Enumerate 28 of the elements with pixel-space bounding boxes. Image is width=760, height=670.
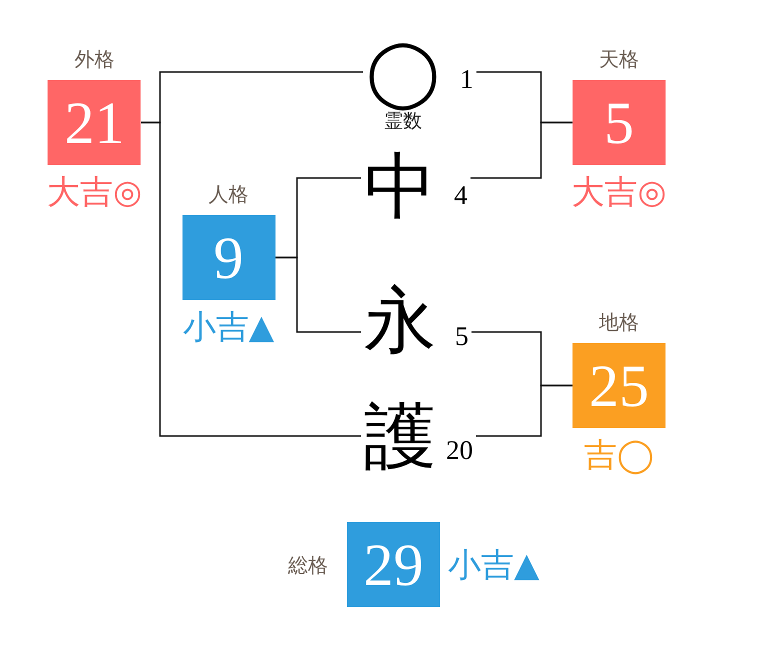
connector-line — [275, 256, 361, 333]
fortune-rating: 大吉◎ — [47, 173, 142, 211]
fortune-rating: 小吉▲ — [448, 546, 540, 584]
placeholder-character: ◯ — [366, 34, 440, 110]
stroke-count: 4 — [454, 180, 468, 210]
category-label: 天格 — [599, 47, 639, 71]
score-box: 29 — [347, 522, 440, 607]
name-character: 中 — [364, 148, 436, 224]
fortune-rating: 小吉▲ — [182, 308, 274, 346]
category-label: 外格 — [74, 47, 114, 71]
category-label: 人格 — [208, 182, 248, 206]
score-box: 25 — [572, 343, 666, 428]
category-label: 地格 — [599, 310, 639, 334]
connector-line — [141, 122, 361, 437]
score-box: 21 — [48, 80, 141, 165]
connector-line — [470, 122, 572, 179]
fortune-rating: 大吉◎ — [572, 173, 666, 211]
stroke-count: 5 — [455, 321, 468, 351]
score-box: 9 — [182, 215, 275, 300]
fortune-rating: 吉◯ — [584, 436, 654, 474]
category-label: 総格 — [288, 552, 328, 576]
connector-line — [476, 384, 572, 437]
name-character: 永 — [364, 282, 436, 358]
score-box: 5 — [572, 80, 666, 165]
name-character: 護 — [364, 398, 436, 474]
stroke-count: 20 — [446, 435, 473, 465]
sub-label: 霊数 — [384, 110, 422, 132]
stroke-count: 1 — [460, 64, 474, 94]
